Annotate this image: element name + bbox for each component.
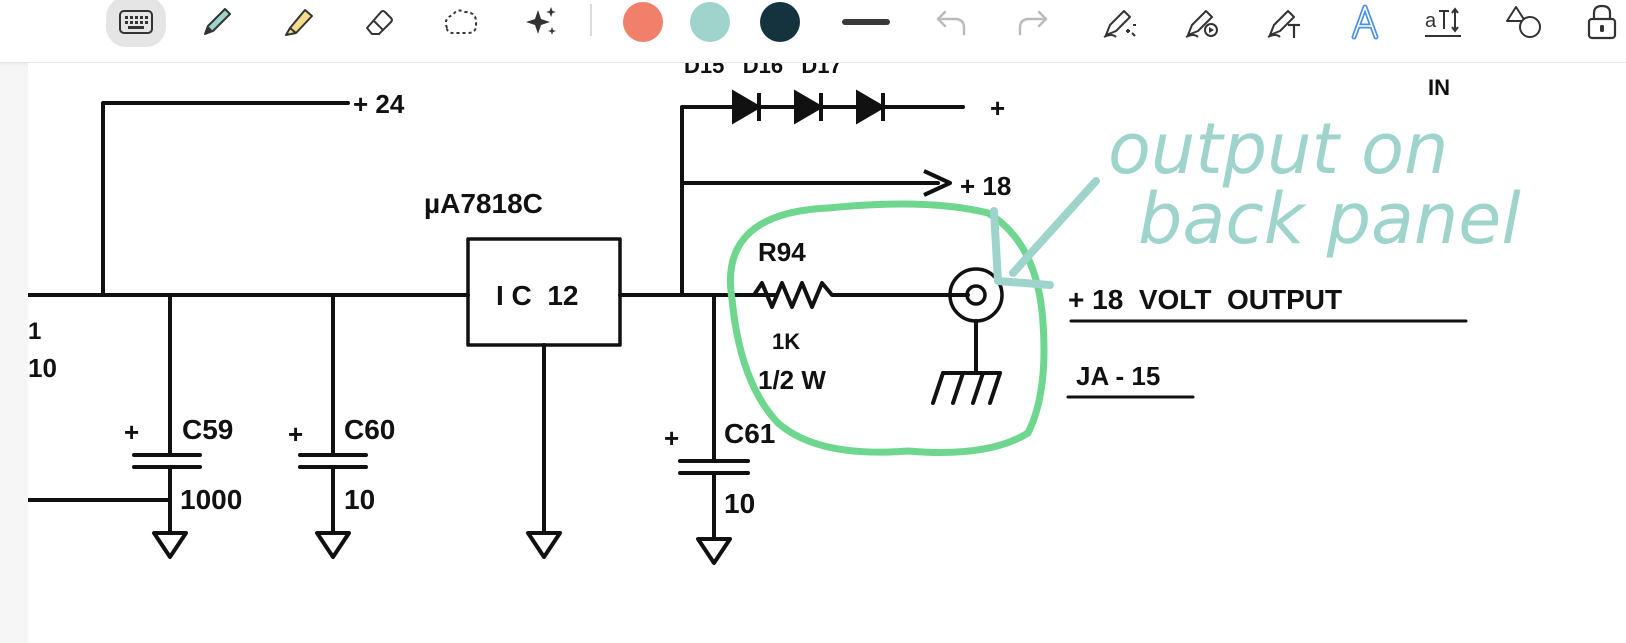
drawing-toolbar: a [0,0,1626,63]
label-r94: R94 [758,237,806,267]
replay-pen-button[interactable] [1180,0,1226,44]
text-resize-icon: a [1423,3,1463,41]
label-jack: JA - 15 [1076,361,1160,391]
schematic-drawing: + 24 D15 D16 D17 + IN + 18 µA7818C I C 1… [28,63,1521,565]
label-plus-top: + [990,93,1005,123]
ink-to-text-icon [1266,3,1304,41]
annotation-line-2: back panel [1138,178,1521,260]
label-c59: C59 [182,414,233,445]
keyboard-tool-button[interactable] [106,0,166,47]
eraser-icon [361,4,397,40]
label-c60: C60 [344,414,395,445]
arrow-annotation[interactable] [990,177,1100,289]
label-plus-18: + 18 [960,171,1011,201]
label-ic12: I C 12 [496,280,578,311]
stroke-width-button[interactable] [838,0,894,44]
annotation-line-1: output on [1108,108,1448,190]
label-c59-value: 1000 [180,484,242,515]
lasso-icon [441,6,481,38]
highlight-circle-annotation[interactable] [727,200,1048,456]
ink-to-text-highlight-button[interactable] [1342,0,1388,44]
sparkle-icon [523,4,559,40]
magic-pen-icon [1102,3,1140,41]
label-c61: C61 [724,418,775,449]
drawing-canvas[interactable]: + 24 D15 D16 D17 + IN + 18 µA7818C I C 1… [28,63,1626,643]
shapes-icon [1506,3,1544,41]
label-c59-plus: + [124,417,139,447]
label-output: + 18 VOLT OUTPUT [1068,284,1342,315]
color-swatch-navy[interactable] [760,2,800,42]
ink-to-text-highlight-icon [1347,3,1383,41]
text-resize-button[interactable]: a [1420,0,1466,44]
color-swatch-coral[interactable] [623,2,663,42]
pen-tool-button[interactable] [194,0,240,44]
lasso-tool-button[interactable] [438,0,484,44]
highlighter-icon [281,4,317,40]
keyboard-icon [119,10,153,34]
label-c60-value: 10 [344,484,375,515]
label-left-digit: 1 [28,318,41,345]
label-diodes: D15 D16 D17 [684,63,842,78]
magic-pen-button[interactable] [1098,0,1144,44]
label-r94-value: 1K [772,329,800,354]
label-in: IN [1428,75,1450,100]
shapes-button[interactable] [1502,0,1548,44]
highlighter-tool-button[interactable] [276,0,322,44]
stroke-width-icon [842,17,890,27]
label-regulator: µA7818C [424,188,543,219]
replay-pen-icon [1184,3,1222,41]
toolbar-divider [590,4,592,36]
lock-icon [1585,3,1619,41]
magic-tool-button[interactable] [518,0,564,44]
label-c60-plus: + [288,419,303,449]
redo-icon [1015,6,1051,38]
label-c61-value: 10 [724,488,755,519]
label-left-value: 10 [28,353,57,383]
label-plus-24: + 24 [353,89,405,119]
undo-button[interactable] [928,0,974,44]
eraser-tool-button[interactable] [356,0,402,44]
label-c61-plus: + [664,423,679,453]
pen-icon [199,4,235,40]
undo-icon [933,6,969,38]
lock-button[interactable] [1582,0,1622,44]
label-r94-power: 1/2 W [758,365,826,395]
svg-text:a: a [1425,10,1437,32]
redo-button[interactable] [1010,0,1056,44]
ink-to-text-button[interactable] [1262,0,1308,44]
color-swatch-mint[interactable] [690,2,730,42]
